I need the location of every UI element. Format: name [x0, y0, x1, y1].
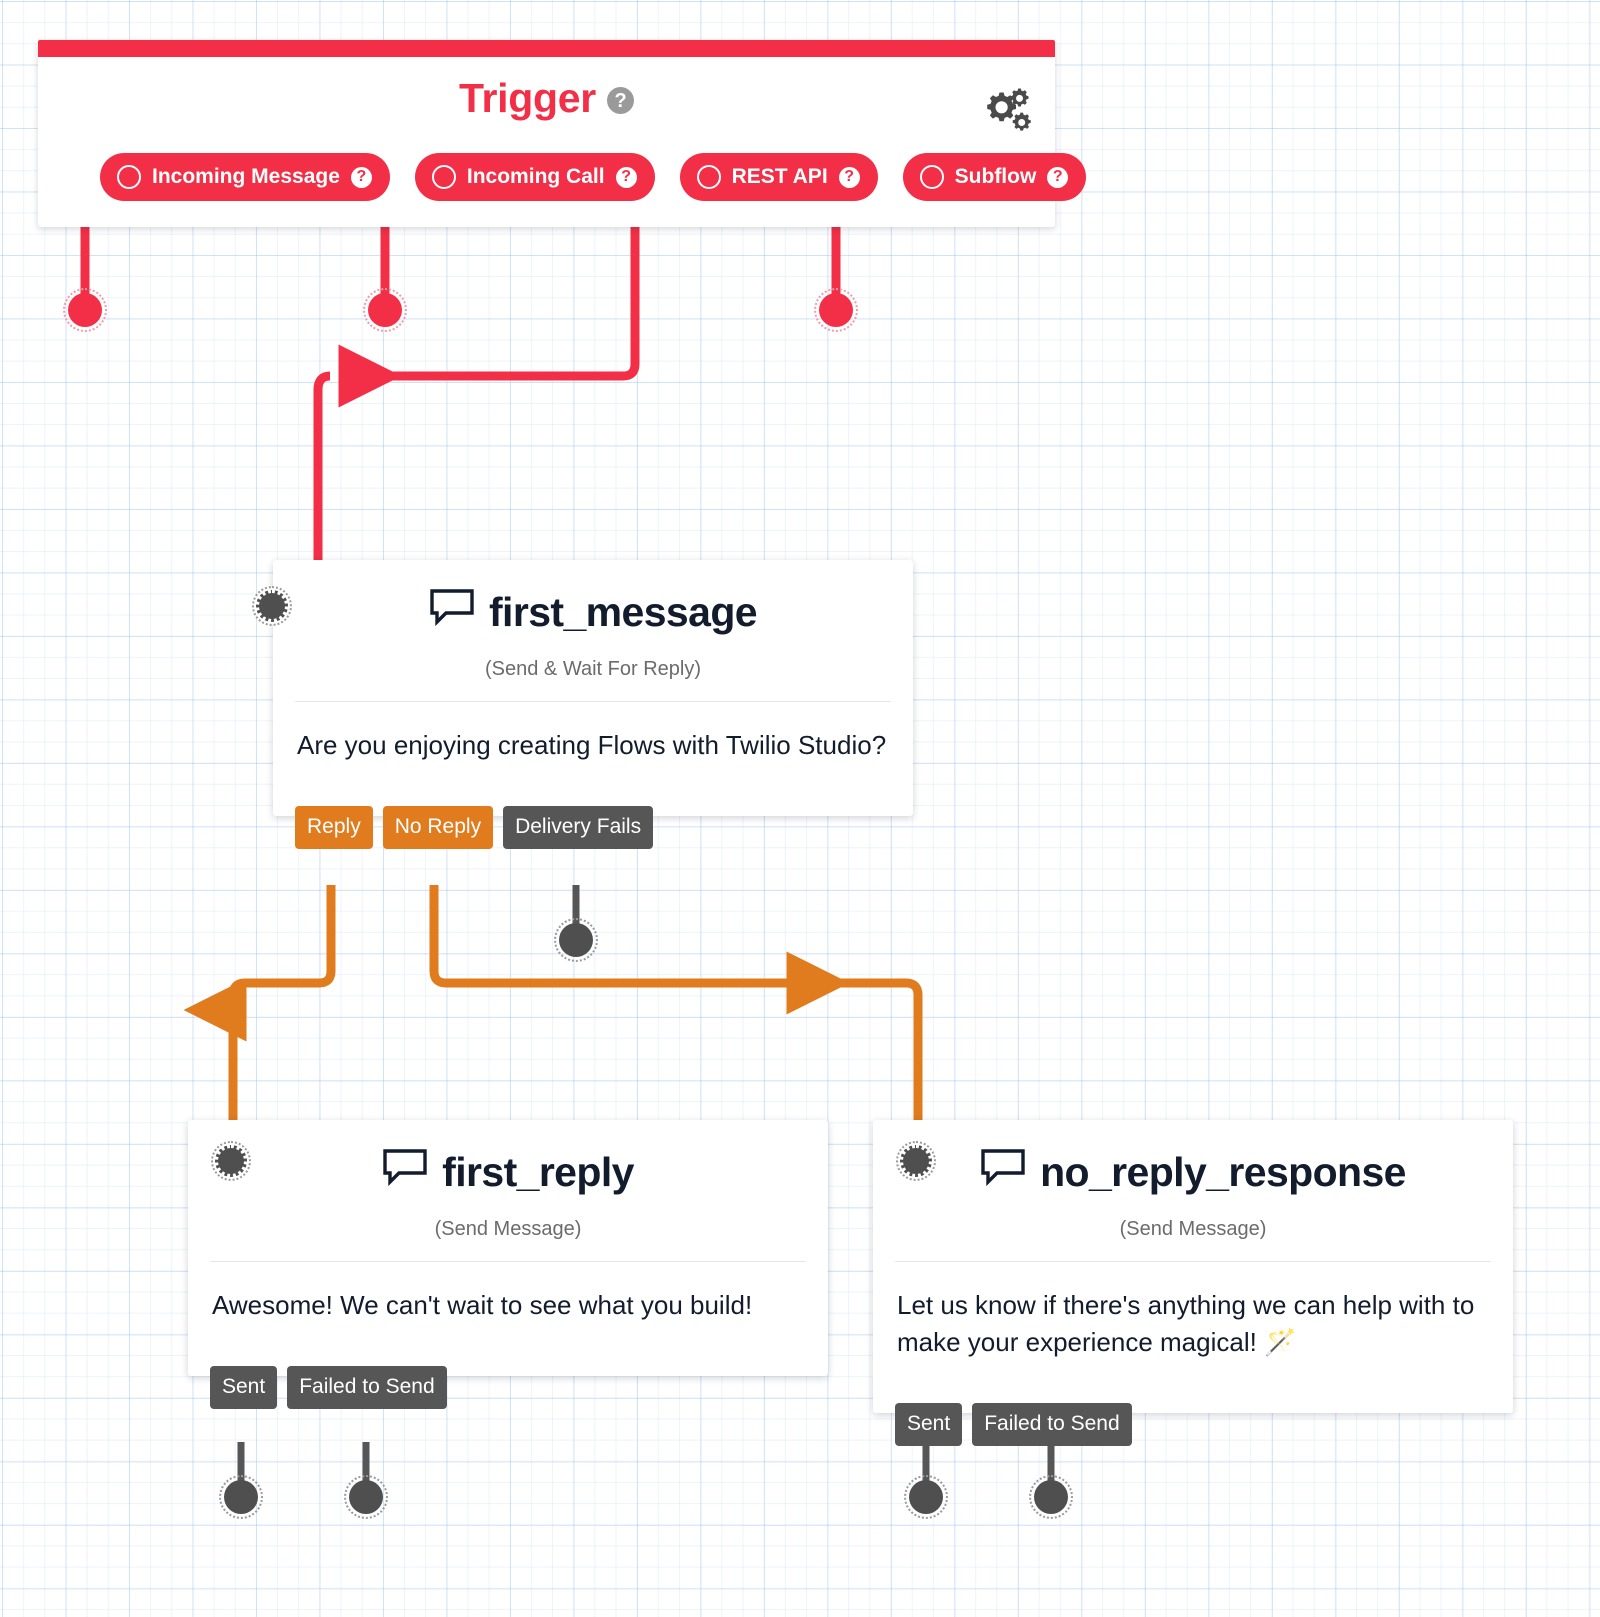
wire-noreply-to-no-reply-response	[429, 885, 850, 1015]
widget-title-row: first_reply	[188, 1148, 828, 1196]
wire-reply-to-first-reply	[183, 885, 336, 1042]
divider	[210, 1261, 806, 1262]
help-icon[interactable]: ?	[350, 166, 372, 188]
widget-subtitle: (Send Message)	[434, 1218, 582, 1240]
help-icon[interactable]: ?	[615, 166, 637, 188]
circle-icon	[919, 165, 944, 189]
chat-bubble-icon	[980, 1148, 1026, 1196]
output-pill-failed-to-send[interactable]: Failed to Send	[972, 1402, 1132, 1446]
widget-body-text: Let us know if there's anything we can h…	[897, 1290, 1475, 1357]
output-pill-sent[interactable]: Sent	[895, 1402, 963, 1446]
endpoint-incoming-message[interactable]	[63, 288, 107, 332]
widget-input-dot[interactable]	[211, 1141, 251, 1181]
endpoint-no-reply-sent[interactable]	[904, 1475, 948, 1519]
widget-title-row: first_message	[273, 588, 913, 636]
trigger-pill-list: Incoming Message ? Incoming Call ? REST …	[38, 122, 1087, 201]
divider	[295, 701, 891, 702]
endpoint-delivery-fails[interactable]	[554, 918, 598, 962]
widget-title: no_reply_response	[1040, 1148, 1406, 1195]
circle-icon	[696, 165, 721, 189]
trigger-pill-incoming-message[interactable]: Incoming Message ?	[100, 153, 390, 201]
circle-icon	[117, 165, 141, 189]
output-pill-delivery-fails[interactable]: Delivery Fails	[503, 805, 654, 849]
pill-label: Incoming Message	[152, 165, 340, 188]
trigger-pill-incoming-call[interactable]: Incoming Call ?	[414, 153, 655, 201]
output-pill-reply[interactable]: Reply	[295, 805, 373, 849]
trigger-help-icon[interactable]: ?	[606, 87, 634, 114]
pill-label: Subflow	[954, 165, 1037, 188]
trigger-pill-subflow[interactable]: Subflow ?	[902, 153, 1087, 201]
output-pill-failed-to-send[interactable]: Failed to Send	[287, 1365, 447, 1409]
widget-output-list: Sent Failed to Send	[210, 1365, 447, 1409]
circle-icon	[431, 165, 456, 189]
widget-body-text: Are you enjoying creating Flows with Twi…	[297, 730, 887, 760]
widget-title: first_message	[489, 588, 758, 635]
trigger-pill-rest-api[interactable]: REST API ?	[679, 153, 878, 201]
pill-label: REST API	[731, 165, 828, 188]
endpoint-incoming-call[interactable]	[363, 288, 407, 332]
trigger-accent-bar	[38, 40, 1055, 57]
endpoint-first-reply-failed[interactable]	[344, 1475, 388, 1519]
gears-icon[interactable]	[981, 85, 1033, 137]
endpoint-first-reply-sent[interactable]	[219, 1475, 263, 1519]
chat-bubble-icon	[429, 588, 475, 636]
widget-body-text: Awesome! We can't wait to see what you b…	[212, 1290, 753, 1320]
endpoint-no-reply-failed[interactable]	[1029, 1475, 1073, 1519]
widget-input-dot[interactable]	[252, 586, 292, 626]
widget-title: first_reply	[442, 1148, 634, 1195]
chat-bubble-icon	[382, 1148, 428, 1196]
widget-first-message[interactable]: first_message (Send & Wait For Reply) Ar…	[252, 560, 913, 849]
trigger-title: Trigger	[459, 75, 596, 121]
help-icon[interactable]: ?	[838, 166, 860, 188]
output-pill-no-reply[interactable]: No Reply	[382, 805, 494, 849]
widget-subtitle: (Send & Wait For Reply)	[485, 658, 701, 680]
widget-output-list: Sent Failed to Send	[895, 1402, 1132, 1446]
trigger-title-row: Trigger ?	[38, 69, 1055, 122]
wire-rest-api-elbow	[313, 371, 331, 391]
widget-title-row: no_reply_response	[873, 1148, 1513, 1196]
widget-output-list: Reply No Reply Delivery Fails	[295, 805, 654, 849]
endpoint-subflow[interactable]	[814, 288, 858, 332]
output-pill-sent[interactable]: Sent	[210, 1365, 278, 1409]
trigger-panel[interactable]: Trigger ?	[38, 40, 1087, 227]
widget-subtitle: (Send Message)	[1119, 1218, 1267, 1240]
pill-label: Incoming Call	[466, 165, 605, 188]
help-icon[interactable]: ?	[1047, 166, 1069, 188]
widget-first-reply[interactable]: first_reply (Send Message) Awesome! We c…	[188, 1120, 828, 1409]
widget-no-reply-response[interactable]: no_reply_response (Send Message) Let us …	[873, 1120, 1513, 1446]
widget-input-dot[interactable]	[896, 1141, 936, 1181]
divider	[895, 1261, 1491, 1262]
